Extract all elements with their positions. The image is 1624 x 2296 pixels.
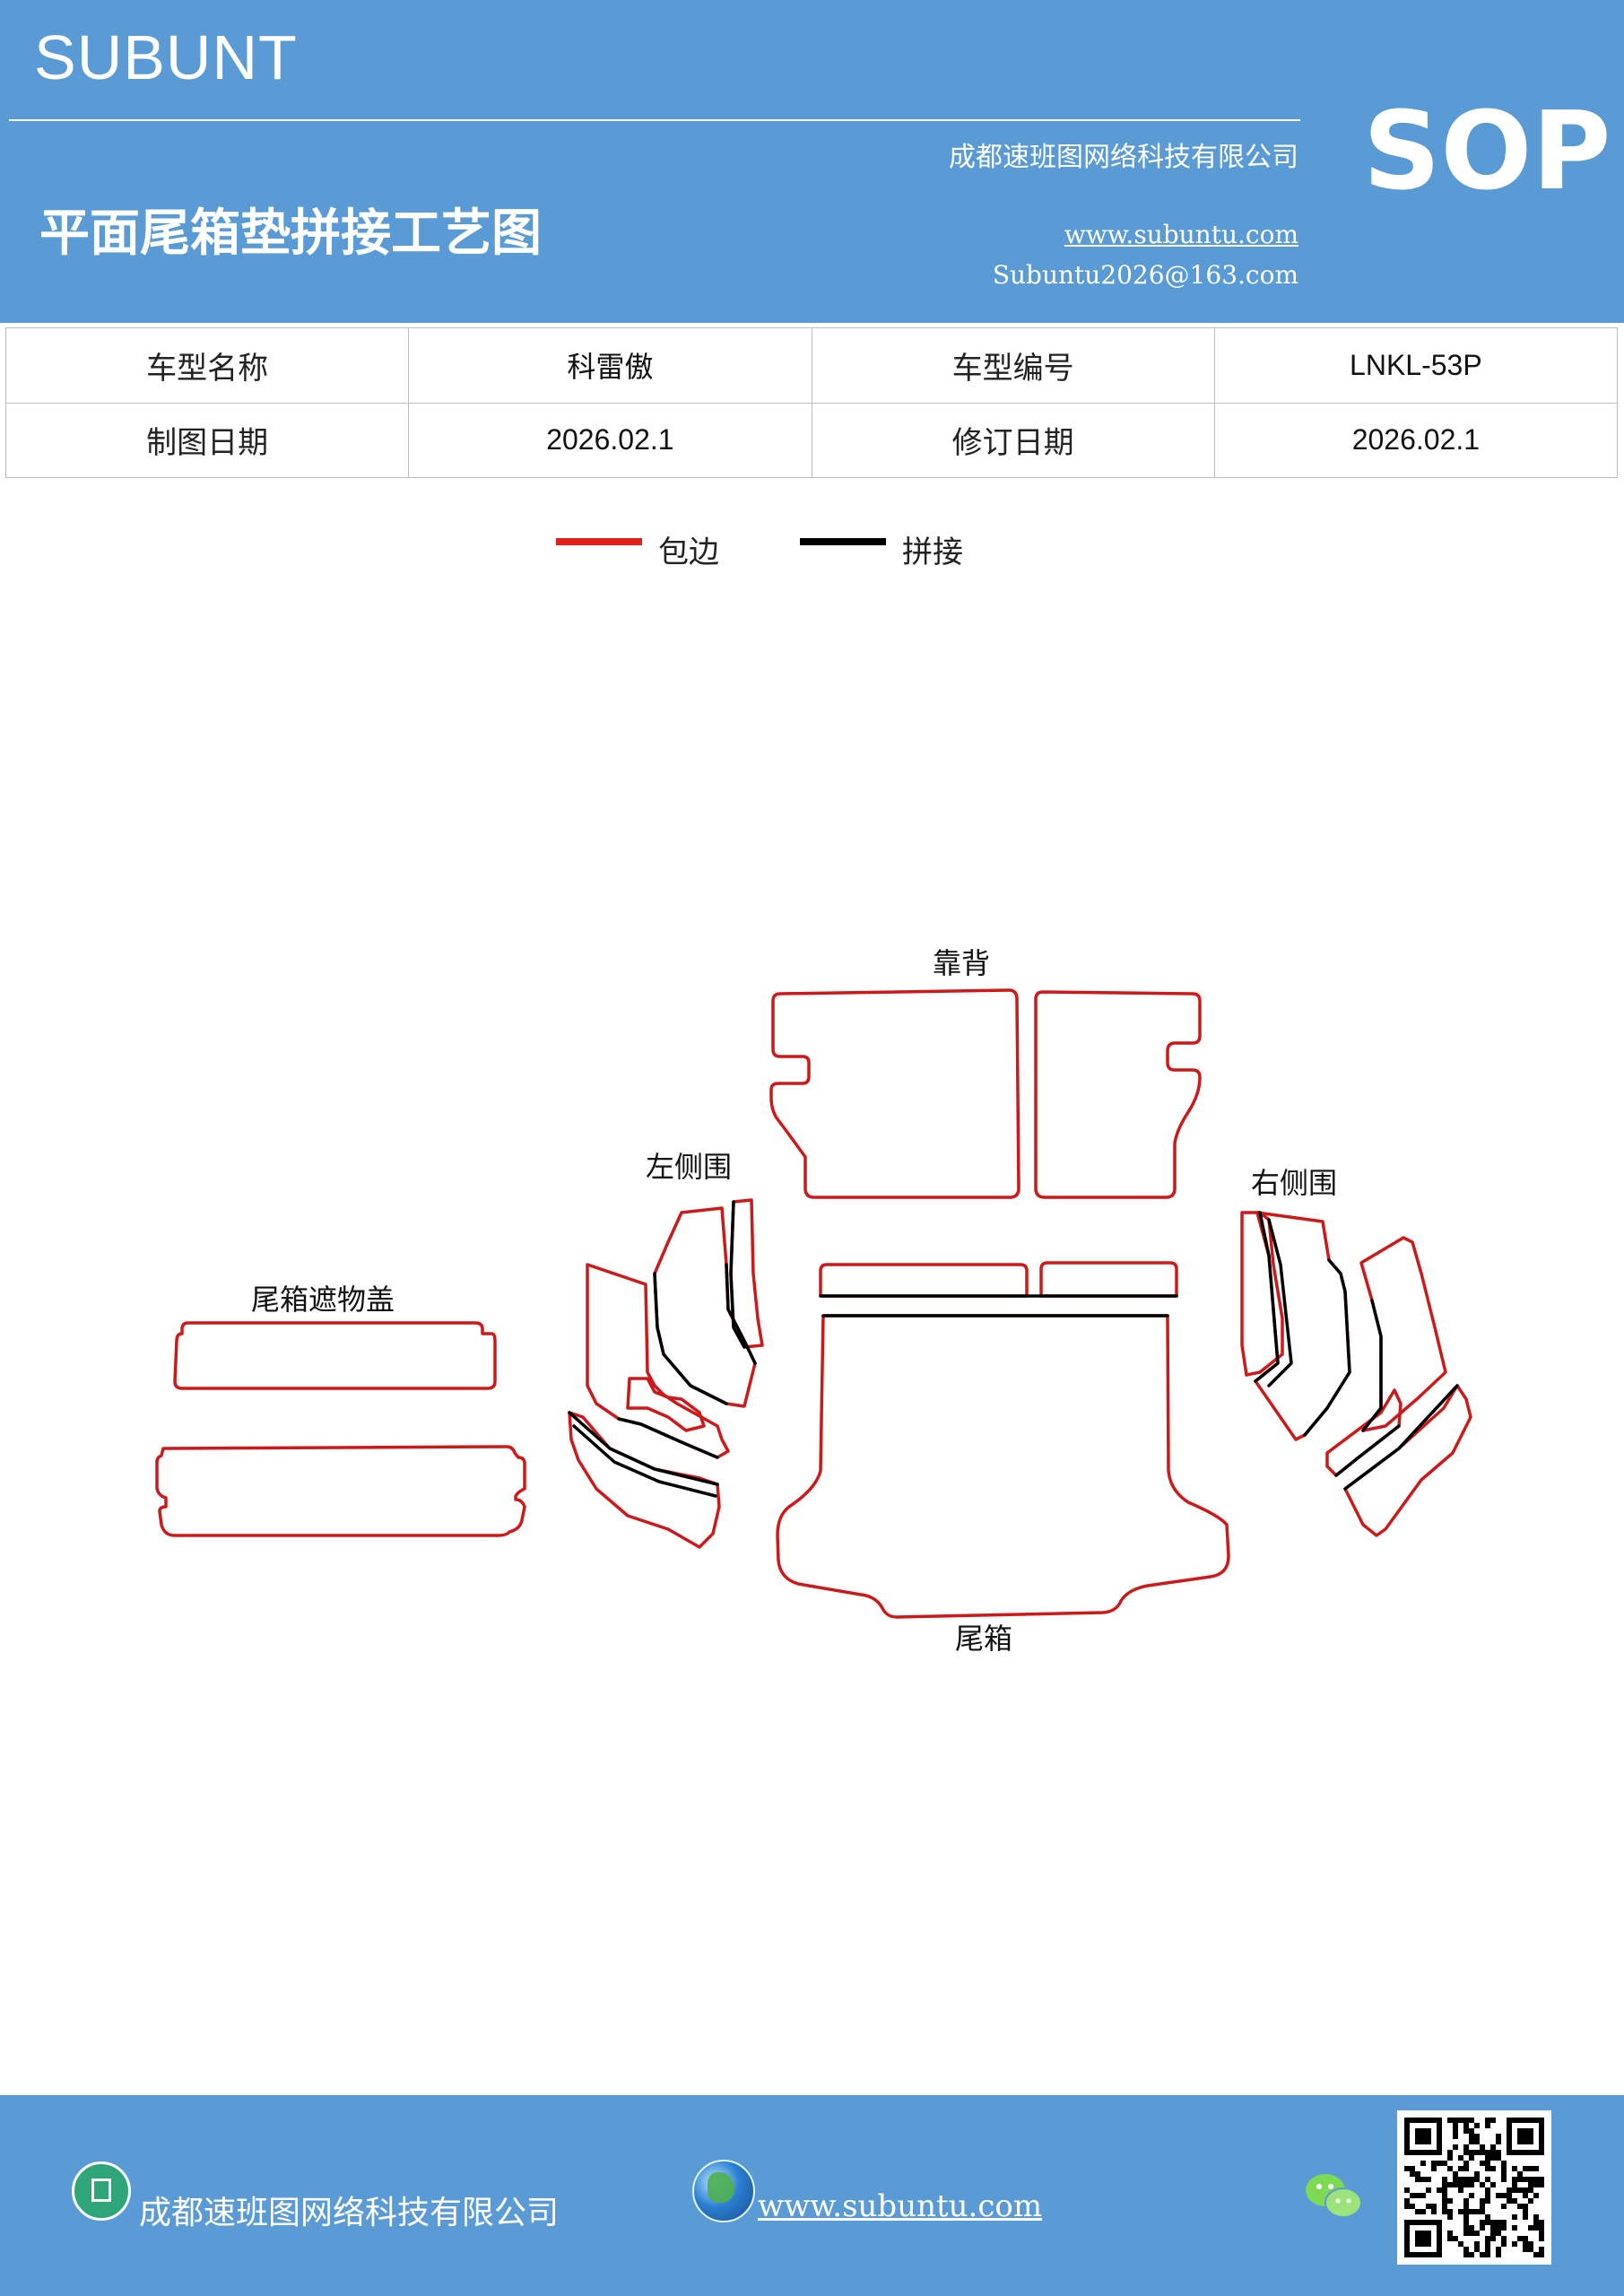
label-draw-date: 制图日期	[4, 402, 410, 478]
footer-company-name: 成都速班图网络科技有限公司	[139, 2195, 560, 2231]
header-banner: SUBUNT SOP 成都速班图网络科技有限公司 平面尾箱垫拼接工艺图 www.…	[0, 0, 1624, 323]
trunk-main-panel	[776, 1314, 1230, 1619]
left-seam-5	[568, 1411, 719, 1486]
backrest-left-panel	[769, 988, 1020, 1199]
website-link[interactable]: www.subuntu.com	[1064, 220, 1298, 249]
label-revision-date: 修订日期	[811, 402, 1215, 478]
right-side-upper-a	[1240, 1211, 1284, 1377]
right-seam-1	[1254, 1211, 1280, 1383]
label-model-name: 车型名称	[4, 327, 410, 404]
table-row: 车型名称 科雷傲 车型编号 LNKL-53P	[4, 327, 1619, 404]
building-icon	[72, 2161, 131, 2221]
document-title: 平面尾箱垫拼接工艺图	[39, 204, 542, 263]
wechat-icon	[1306, 2174, 1362, 2218]
legend-trim-swatch	[556, 538, 642, 545]
label-backrest: 靠背	[933, 946, 990, 980]
left-seam-2	[725, 1263, 757, 1365]
vehicle-info-table: 车型名称 科雷傲 车型编号 LNKL-53P 制图日期 2026.02.1 修订…	[4, 327, 1619, 478]
label-right-side: 右侧围	[1251, 1166, 1337, 1200]
right-seam-4	[1361, 1299, 1383, 1432]
backrest-right-panel	[1034, 990, 1202, 1199]
qr-code-pattern	[1404, 2118, 1544, 2257]
right-seam-6	[1343, 1384, 1459, 1491]
sop-badge: SOP	[1363, 90, 1611, 214]
mat-layout-diagram: 靠背 左侧围 右侧围 尾箱遮物盖 尾箱	[155, 946, 1472, 1656]
left-seam-4	[617, 1417, 719, 1459]
left-side-small-d	[626, 1377, 706, 1432]
value-revision-date: 2026.02.1	[1213, 402, 1619, 478]
legend-trim-label: 包边	[658, 535, 719, 570]
value-model-name: 科雷傲	[408, 327, 812, 404]
legend: 包边 拼接	[556, 527, 1004, 572]
trunk-strip-left	[819, 1263, 1029, 1298]
trunk-strip-right	[1039, 1261, 1178, 1298]
cargo-cover-upper	[173, 1321, 497, 1390]
label-left-side: 左侧围	[646, 1150, 732, 1184]
left-seam-6	[572, 1424, 717, 1498]
footer-website-link[interactable]: www.subuntu.com	[758, 2188, 1043, 2224]
table-row: 制图日期 2026.02.1 修订日期 2026.02.1	[4, 402, 1619, 478]
left-side-upper-b	[653, 1206, 757, 1408]
globe-icon	[692, 2160, 755, 2222]
left-seam-1	[653, 1272, 728, 1405]
header-divider	[9, 119, 1300, 121]
label-trunk: 尾箱	[955, 1622, 1012, 1656]
left-side-outer-a	[586, 1263, 730, 1459]
right-side-main-b	[1254, 1211, 1351, 1441]
legend-seam-swatch	[800, 538, 886, 545]
email-address: Subuntu2026@163.com	[992, 260, 1298, 290]
left-seam-3	[729, 1200, 746, 1349]
legend-seam-label: 拼接	[902, 535, 963, 570]
qr-code[interactable]	[1397, 2110, 1551, 2265]
label-model-code: 车型编号	[811, 327, 1215, 404]
right-seam-5	[1334, 1424, 1401, 1477]
value-model-code: LNKL-53P	[1213, 327, 1619, 404]
value-draw-date: 2026.02.1	[408, 402, 812, 478]
right-side-lower-e	[1343, 1384, 1472, 1537]
right-side-tall-c	[1359, 1236, 1447, 1432]
right-seam-2	[1267, 1218, 1293, 1387]
label-cargo-cover: 尾箱遮物盖	[251, 1283, 395, 1317]
brand-logo: SUBUNT	[34, 22, 298, 92]
company-name: 成都速班图网络科技有限公司	[949, 142, 1298, 173]
cargo-cover-lower	[155, 1445, 526, 1537]
right-seam-3	[1303, 1258, 1351, 1437]
